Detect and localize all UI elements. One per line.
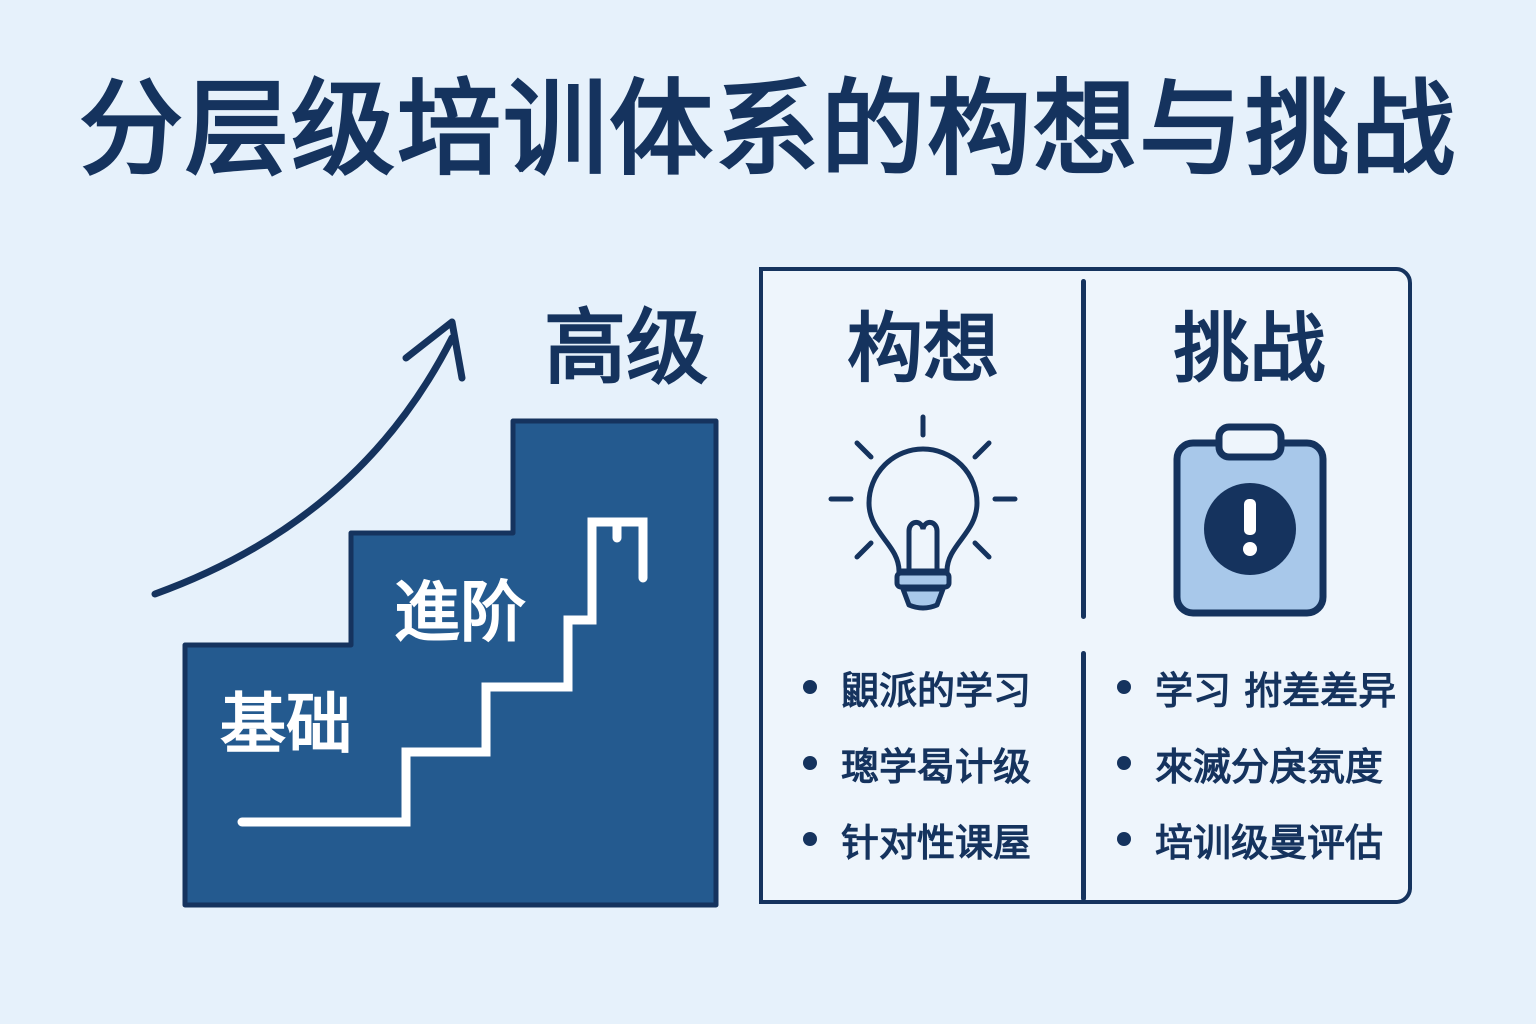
- growth-arrow-curve: [151, 334, 456, 598]
- bullet-dot: [803, 756, 817, 770]
- vision-item-text: 璁学曷计级: [841, 744, 1032, 789]
- level-basic-label: 基础: [220, 686, 352, 763]
- challenge-heading: 挑战: [1173, 304, 1326, 393]
- bullet-dot: [1117, 680, 1131, 694]
- bullet-dot: [803, 680, 817, 694]
- growth-arrow-head: [402, 318, 466, 382]
- vision-column: 构想 鼰派的学习 璁学曷计级 针对性: [763, 271, 1083, 900]
- challenge-item-text: 学习 拊差差异: [1155, 668, 1397, 713]
- challenge-list: 学习 拊差差异 來滅分戾氛度 培训级曼评估: [1117, 649, 1396, 877]
- level-intermediate-label: 進阶: [394, 574, 526, 651]
- challenge-column: 挑战 学习 拊差差异 來滅分戾氛度 培训级曼评估: [1087, 271, 1412, 900]
- list-item: 学习 拊差差异: [1117, 649, 1396, 725]
- vision-item-text: 鼰派的学习: [841, 668, 1032, 713]
- vision-item-text: 针对性课屋: [841, 820, 1032, 865]
- bullet-dot: [1117, 832, 1131, 846]
- level-advanced-label: 高级: [544, 301, 709, 396]
- vision-challenge-panel: 构想 鼰派的学习 璁学曷计级 针对性: [759, 267, 1412, 904]
- column-divider-lower: [1081, 651, 1086, 901]
- list-item: 鼰派的学习: [803, 649, 1031, 725]
- bullet-dot: [803, 832, 817, 846]
- staircase-graphic: [151, 318, 719, 908]
- vision-heading: 构想: [847, 304, 999, 393]
- challenge-item-text: 來滅分戾氛度: [1155, 744, 1384, 789]
- challenge-item-text: 培训级曼评估: [1155, 820, 1384, 865]
- page-title: 分层级培训体系的构想与挑战: [78, 68, 1457, 190]
- list-item: 來滅分戾氛度: [1117, 725, 1396, 801]
- column-divider: [1081, 279, 1086, 619]
- clipboard-alert-icon: [1165, 421, 1335, 625]
- list-item: 针对性课屋: [803, 801, 1031, 877]
- progress-path: [237, 517, 648, 827]
- vision-list: 鼰派的学习 璁学曷计级 针对性课屋: [803, 649, 1031, 877]
- list-item: 培训级曼评估: [1117, 801, 1396, 877]
- bullet-dot: [1117, 756, 1131, 770]
- staircase-steps: [182, 418, 719, 908]
- lightbulb-icon: [823, 411, 1023, 625]
- list-item: 璁学曷计级: [803, 725, 1031, 801]
